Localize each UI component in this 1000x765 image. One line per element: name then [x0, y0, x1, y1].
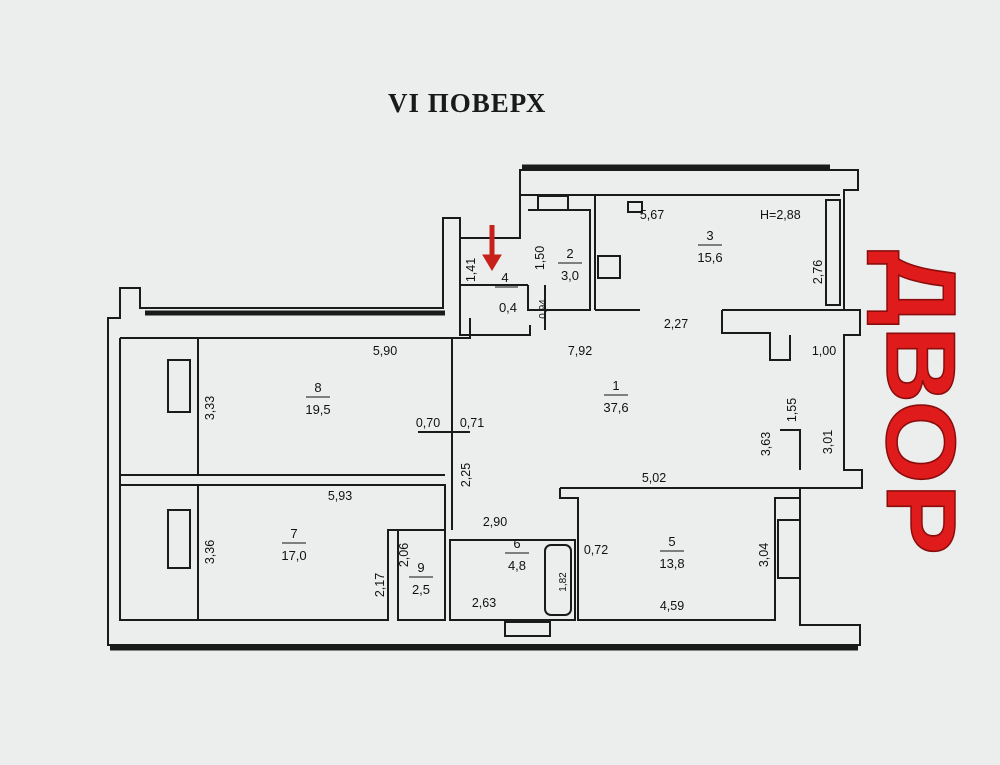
dim-1-41: 1,41 — [464, 258, 478, 282]
room-5-walls — [559, 487, 800, 621]
outer-wall — [107, 169, 863, 646]
dim-4-59: 4,59 — [660, 599, 684, 613]
dim-2-06: 2,06 — [397, 543, 411, 567]
dim-1-55: 1,55 — [785, 398, 799, 422]
dim-1-82: 1,82 — [558, 572, 569, 592]
ceiling-height-note: H=2,88 — [760, 208, 801, 222]
room-5-number: 5 — [668, 534, 675, 549]
dim-1-50: 1,50 — [533, 246, 547, 270]
dim-2-25: 2,25 — [459, 463, 473, 487]
dim-2-63: 2,63 — [472, 596, 496, 610]
entrance-arrow-icon — [482, 225, 502, 271]
room-2-area: 3,0 — [561, 268, 579, 283]
yard-label-text: ДВОР — [866, 250, 976, 555]
room-8-area: 19,5 — [305, 402, 330, 417]
dim-3-36: 3,36 — [203, 540, 217, 564]
room-8-number: 8 — [314, 380, 321, 395]
room-6-walls — [449, 539, 576, 621]
room-9-area: 2,5 — [412, 582, 430, 597]
left-room-walls — [119, 318, 471, 621]
dim-5-90: 5,90 — [373, 344, 397, 358]
dim-7-92: 7,92 — [568, 344, 592, 358]
room-1-number: 1 — [612, 378, 619, 393]
room-9-walls — [397, 530, 446, 621]
room-9-number: 9 — [417, 560, 424, 575]
dim-3-01: 3,01 — [821, 430, 835, 454]
dim-5-93: 5,93 — [328, 489, 352, 503]
wc-walls — [459, 209, 591, 336]
room-6-number: 6 — [513, 536, 520, 551]
room-4-number: 4 — [501, 270, 508, 285]
room-7-number: 7 — [290, 526, 297, 541]
dim-2-27: 2,27 — [664, 317, 688, 331]
room-3-area: 15,6 — [697, 250, 722, 265]
room-7-area: 17,0 — [281, 548, 306, 563]
dim-3-33: 3,33 — [203, 396, 217, 420]
room-1-area: 37,6 — [603, 400, 628, 415]
dim-2-76: 2,76 — [811, 260, 825, 284]
dim-0-94: 0,94 — [538, 299, 549, 319]
room-2-number: 2 — [566, 246, 573, 261]
yard-label: ДВОР — [865, 250, 977, 556]
dim-2-17: 2,17 — [373, 573, 387, 597]
dim-2-90: 2,90 — [483, 515, 507, 529]
dim-3-63: 3,63 — [759, 432, 773, 456]
dim-0-72: 0,72 — [584, 543, 608, 557]
dim-1-00: 1,00 — [812, 344, 836, 358]
room-5-area: 13,8 — [659, 556, 684, 571]
dim-5-02: 5,02 — [642, 471, 666, 485]
dim-3-04: 3,04 — [757, 543, 771, 567]
plan-title: VI ПОВЕРХ — [388, 88, 547, 118]
room-4-area: 0,4 — [499, 300, 517, 315]
room-3-number: 3 — [706, 228, 713, 243]
dim-5-67: 5,67 — [640, 208, 664, 222]
dim-0-71: 0,71 — [460, 416, 484, 430]
top-room-walls — [520, 194, 845, 361]
room-6-area: 4,8 — [508, 558, 526, 573]
dim-0-70: 0,70 — [416, 416, 440, 430]
